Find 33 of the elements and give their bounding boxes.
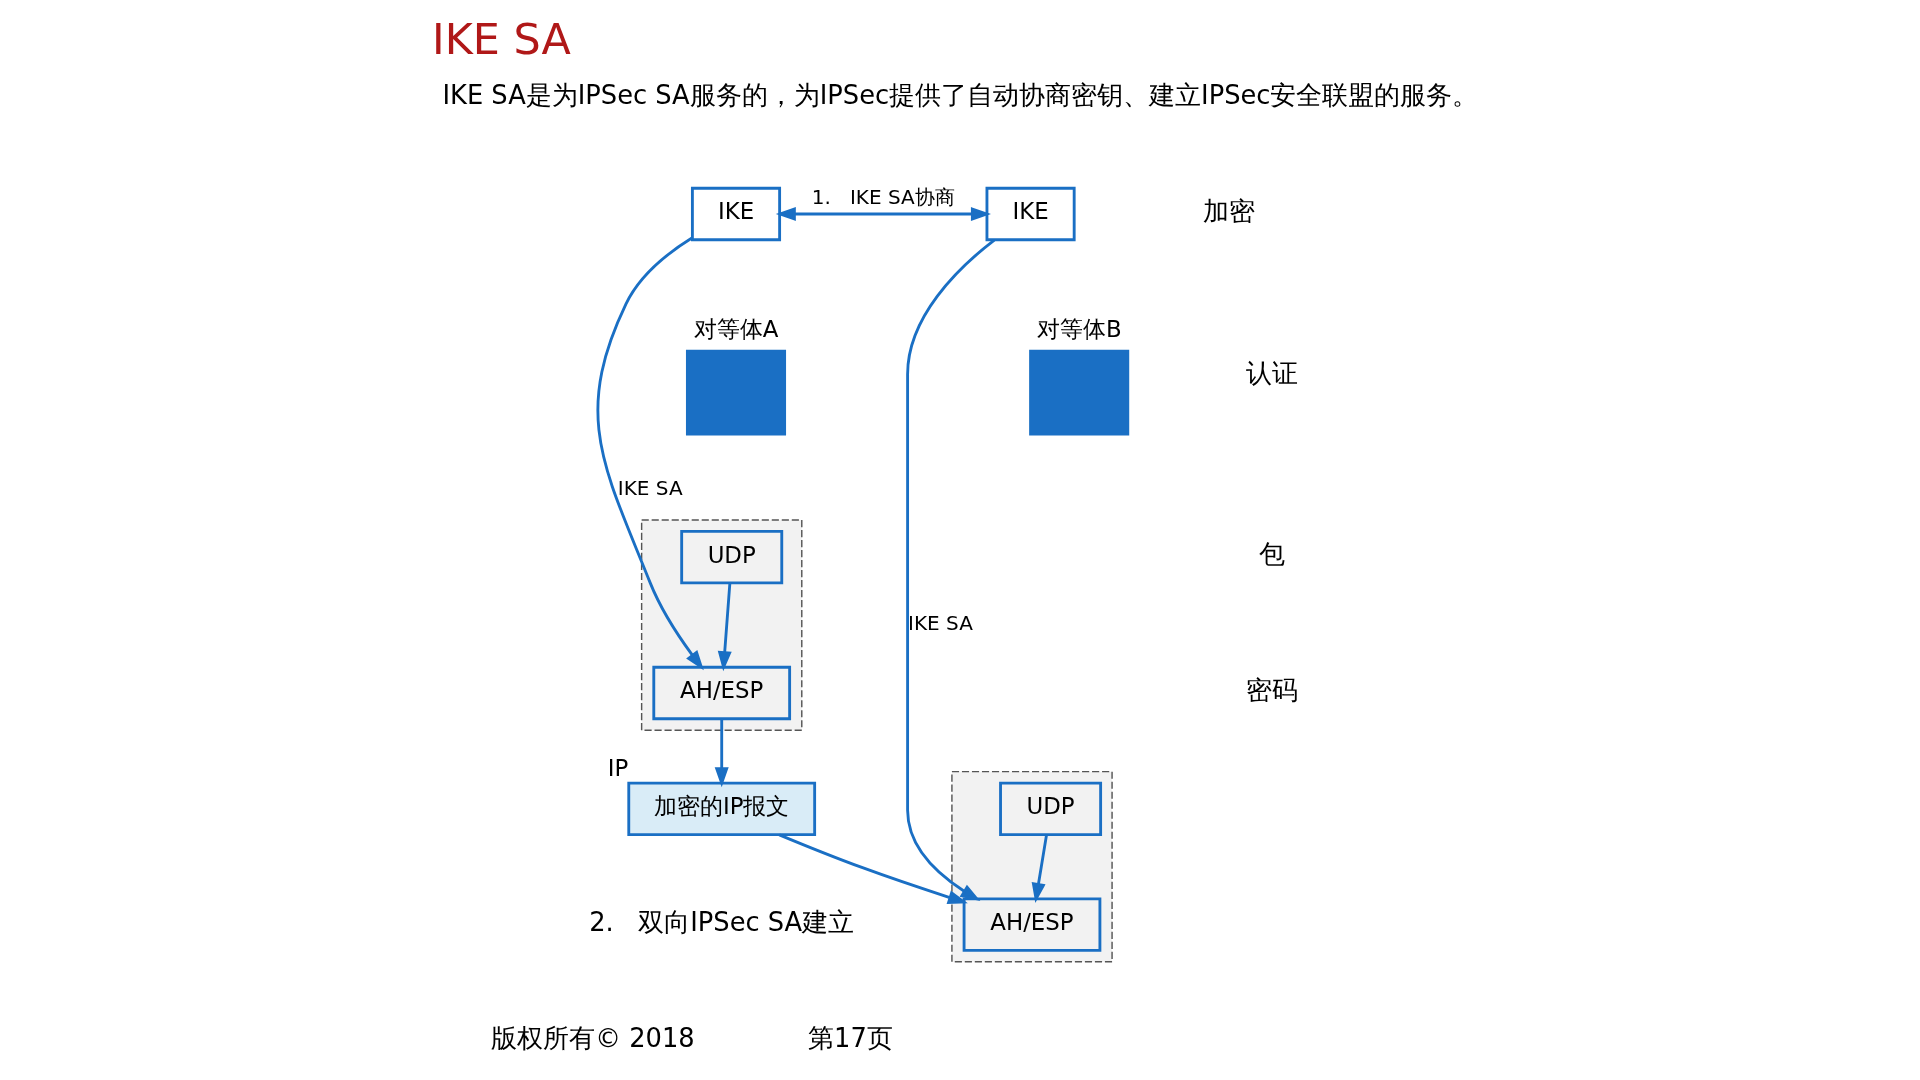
node-box: 加密的IP报文 [626,781,816,836]
diagram-title: IKE SA [431,13,571,64]
node-box: AH/ESP [651,665,791,721]
arrow [714,718,729,788]
arrow [905,238,995,902]
edge-label: IKE SA [617,475,683,500]
node-label: 对等体B [1036,315,1122,342]
label: 第17页 [807,1022,893,1053]
edge-label: IKE SA [907,611,973,636]
label: 版权所有© 2018 [490,1022,695,1053]
node-box: IKE [690,186,781,242]
label: 加密 [1202,196,1255,227]
label: 认证 [1245,357,1298,388]
arrow [717,582,732,672]
label: 2. 双向IPSec SA建立 [588,906,854,937]
node-box: IKE [985,186,1076,242]
node-box: AH/ESP [962,897,1101,952]
arrow [778,833,968,904]
arrow [775,206,991,221]
label: 密码 [1245,675,1298,706]
label: 包 [1258,539,1285,570]
node-label: 对等体A [693,315,778,342]
node-label: IP [607,754,628,781]
arrow [1031,834,1048,903]
arrow [596,236,704,671]
label: IKE SA是为IPSec SA服务的，为IPSec提供了自动协商密钥、建立IPSec安全联盟的服务。 [442,80,1478,111]
node-box: UDP [998,781,1102,836]
node-box: UDP [679,530,783,585]
cluster [640,519,802,731]
node-box [1028,349,1129,436]
edge-label: 1. IKE SA协商 [811,185,955,210]
node-box [685,349,786,436]
cluster [950,770,1113,963]
